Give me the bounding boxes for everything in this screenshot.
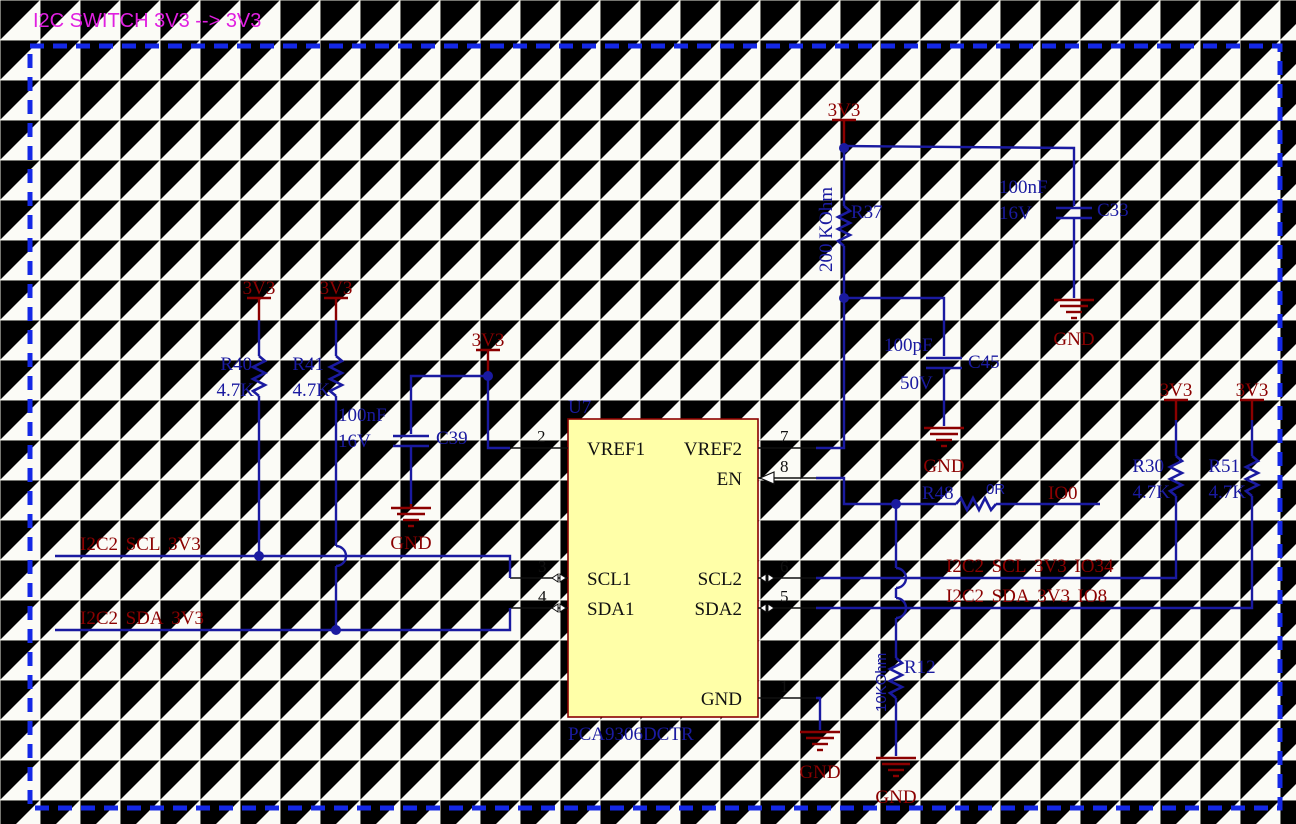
pin-number-4: 4	[538, 587, 547, 606]
gnd-label-r12: GND	[875, 787, 916, 808]
r30-value: 4.7K	[1133, 482, 1171, 503]
r30-ref: R30	[1132, 456, 1164, 477]
pin-4-bidir-marker	[551, 603, 567, 613]
pin-label-sda2: SDA2	[694, 599, 742, 620]
gnd-symbol-c33: GND	[1053, 298, 1095, 350]
net-label-sda-left: I2C2 SDA 3V3	[80, 608, 204, 629]
pin-8-input-marker	[758, 471, 775, 485]
pin-number-8: 8	[780, 457, 789, 476]
c45-value: 100pF	[884, 335, 933, 356]
sheet-title: I2C SWITCH 3V3 --> 3V3	[33, 10, 261, 32]
pin-number-5: 5	[780, 587, 789, 606]
net-label-sda-right: I2C2 SDA 3V3 IO8	[946, 586, 1107, 607]
pin-number-7: 7	[780, 427, 789, 446]
pin-number-2: 2	[537, 427, 546, 446]
c45-ref: C45	[968, 352, 1000, 373]
pin-6-bidir-marker	[759, 573, 775, 583]
pin-label-gnd: GND	[701, 689, 742, 710]
pin-5-bidir-marker	[759, 603, 775, 613]
pin-number-6: 6	[780, 557, 789, 576]
resistor-r12[interactable]: R12 10KOhm	[873, 504, 936, 756]
ic-body	[567, 418, 759, 718]
pin-label-scl2: SCL2	[698, 569, 742, 590]
pin-label-vref2: VREF2	[684, 439, 742, 460]
r41-power-label: 3V3	[320, 278, 353, 299]
resistor-r51[interactable]: 3V3 R51 4.7K	[1208, 380, 1268, 503]
r12-ref: R12	[904, 657, 936, 678]
resistor-r48[interactable]: R48 0R IO0	[922, 481, 1100, 513]
resistor-r40[interactable]: 3V3 R40 4.7K	[217, 278, 276, 561]
c33-ref: C33	[1097, 200, 1129, 221]
r48-value: 0R	[986, 481, 1005, 498]
r12-value: 10KOhm	[873, 653, 890, 712]
resistor-r30[interactable]: 3V3 R30 4.7K	[1132, 380, 1192, 503]
r51-ref: R51	[1208, 456, 1240, 477]
r30-power-label: 3V3	[1160, 380, 1193, 401]
pin-label-vref1: VREF1	[587, 439, 645, 460]
net-scl-left[interactable]: I2C2 SCL 3V3	[55, 534, 512, 578]
resistor-r41[interactable]: 3V3 R41 4.7K	[292, 278, 352, 635]
net-sda-right[interactable]: I2C2 SDA 3V3 IO8	[816, 496, 1254, 610]
pin-3-bidir-marker	[551, 573, 567, 583]
ic-designator: U7	[568, 397, 591, 418]
vref2-supply[interactable]: 3V3	[828, 100, 1076, 206]
gnd-label-c39: GND	[390, 533, 431, 554]
capacitor-c39[interactable]: 3V3 C39 100nF 16V	[338, 330, 510, 504]
pin-label-scl1: SCL1	[587, 569, 631, 590]
r51-power-label: 3V3	[1236, 380, 1269, 401]
net-label-io0: IO0	[1048, 483, 1078, 504]
gnd-label-c45: GND	[923, 456, 964, 477]
net-label-scl-left: I2C2 SCL 3V3	[80, 534, 201, 555]
c39-rating: 16V	[338, 431, 371, 452]
r51-value: 4.7K	[1209, 482, 1247, 503]
sheet-frame	[27, 43, 1283, 811]
pin-label-sda1: SDA1	[587, 599, 635, 620]
gnd-symbol-ic: GND	[799, 730, 841, 783]
r37-value: 200 KOhm	[816, 187, 837, 272]
gnd-label-c33: GND	[1053, 329, 1094, 350]
r40-power-label: 3V3	[243, 278, 276, 299]
net-sda-left[interactable]: I2C2 SDA 3V3	[55, 608, 512, 632]
c39-ref: C39	[436, 428, 468, 449]
c33-value: 100nF	[999, 177, 1048, 198]
vref2-power-label: 3V3	[828, 100, 861, 121]
r37-ref: R37	[851, 202, 883, 223]
net-label-scl-right: I2C2 SCL 3V3 IO34	[946, 556, 1114, 577]
net-scl-right[interactable]: I2C2 SCL 3V3 IO34	[816, 496, 1178, 580]
r41-value: 4.7K	[293, 380, 331, 401]
r41-ref: R41	[292, 354, 324, 375]
gnd-symbol-c39: GND	[390, 504, 432, 554]
gnd-symbol-r12: GND	[875, 756, 917, 808]
c39-value: 100nF	[338, 405, 387, 426]
r40-value: 4.7K	[217, 380, 255, 401]
gnd-symbol-c45: GND	[923, 426, 965, 477]
resistor-r37[interactable]: R37 200 KOhm	[816, 187, 883, 450]
r48-ref: R48	[922, 483, 954, 504]
c33-rating: 16V	[999, 203, 1032, 224]
c45-rating: 50V	[900, 373, 933, 394]
capacitor-c45[interactable]: C45 100pF 50V	[844, 296, 1000, 426]
capacitor-c33[interactable]: C33 100nF 16V	[999, 177, 1129, 298]
pin-label-en: EN	[717, 469, 743, 490]
net-ic-gnd[interactable]	[816, 696, 822, 730]
ic-u7[interactable]: U7 PCA9306DCTR VREF1 VREF2 EN SCL1 SDA1 …	[510, 397, 816, 745]
ic-part-number: PCA9306DCTR	[568, 724, 694, 745]
gnd-label-ic: GND	[799, 762, 840, 783]
r40-ref: R40	[220, 354, 252, 375]
pin-number-1: 1	[780, 677, 789, 696]
pin-number-3: 3	[538, 557, 547, 576]
vref1-power-label: 3V3	[472, 330, 505, 351]
